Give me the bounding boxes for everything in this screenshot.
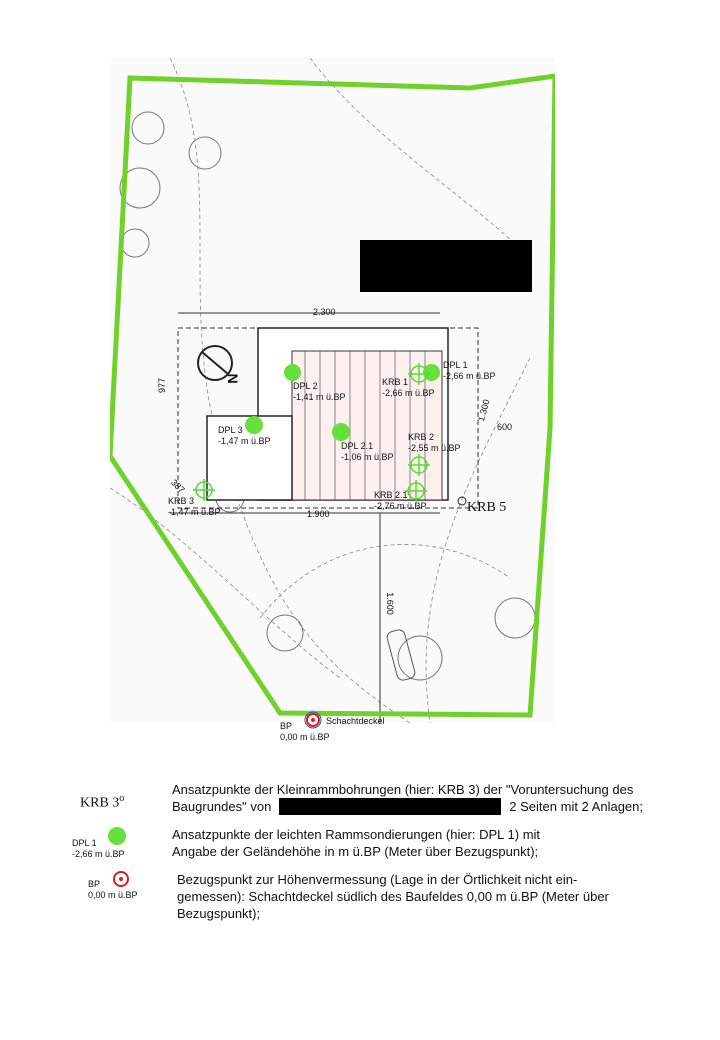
dpl-1-label: DPL 1-2,66 m ü.BP	[443, 360, 496, 381]
site-boundary	[107, 73, 558, 718]
north-arrow-icon	[197, 345, 233, 381]
krb-2-crosshair-icon	[408, 454, 430, 476]
legend-dpl-icon	[108, 827, 126, 845]
legend-bp-text: Bezugspunkt zur Höhenvermessung (Lage in…	[177, 872, 609, 921]
car-icon	[386, 629, 416, 681]
site-plan-drawing	[107, 57, 558, 724]
dimension-label: 1.900	[307, 509, 330, 519]
krb-5-marker-icon	[457, 496, 467, 506]
krb-2-1-crosshair-icon	[405, 480, 427, 502]
dpl-2-label: DPL 2-1,41 m ü.BP	[293, 381, 346, 402]
site-plan	[107, 57, 558, 724]
krb-5-label: KRB 5	[467, 500, 507, 515]
dpl-3-label: DPL 3-1,47 m ü.BP	[218, 425, 271, 446]
dpl-3-marker	[245, 416, 263, 434]
dpl-2-1-label: DPL 2.1-1,06 m ü.BP	[341, 441, 394, 462]
legend-krb-text: Ansatzpunkte der Kleinrammbohrungen (hie…	[172, 782, 643, 815]
krb-2-label: KRB 2-2,55 m ü.BP	[408, 432, 461, 453]
legend-krb-symbol: KRB 3o	[80, 793, 125, 811]
krb-1-label: KRB 1-2,66 m ü.BP	[382, 377, 435, 398]
legend-dpl-text: Ansatzpunkte der leichten Rammsondierung…	[172, 827, 541, 859]
krb-1-crosshair-icon	[408, 363, 430, 385]
bp-name-label: Schachtdeckel	[326, 716, 385, 726]
dimension-label: 2.300	[313, 307, 336, 317]
legend-bp-icon	[113, 871, 129, 887]
redacted-block	[279, 798, 502, 815]
krb-3-label: KRB 3-1,47 m ü.BP	[168, 496, 221, 517]
dpl-2-1-marker	[332, 423, 350, 441]
dpl-2-marker	[284, 364, 301, 381]
redacted-block	[360, 240, 532, 292]
krb-3-crosshair-icon	[193, 479, 215, 501]
dimension-label: 600	[497, 422, 513, 432]
krb-2-1-label: KRB 2.1-2,76 m ü.BP	[374, 490, 427, 511]
legend-dpl-symbol: DPL 1-2,66 m ü.BP	[72, 838, 125, 859]
